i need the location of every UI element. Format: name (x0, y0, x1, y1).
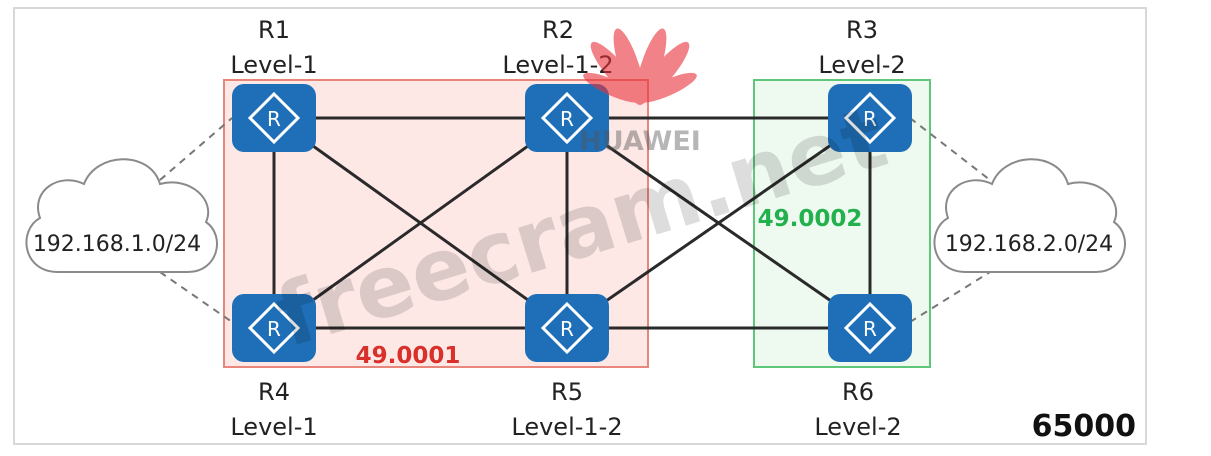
router-links (272, 116, 872, 330)
area-49-0001-label: 49.0001 (356, 343, 461, 369)
router-r6-name: R6 (842, 378, 874, 406)
router-r6: R (828, 294, 912, 362)
router-icon (828, 84, 912, 152)
link-r5-r3 (566, 116, 871, 330)
cloud-right: 192.168.2.0/24 (933, 158, 1126, 273)
router-r5-name: R5 (551, 378, 583, 406)
router-glyph: R (267, 317, 281, 341)
huawei-logo-watermark: HUAWEI (579, 28, 701, 157)
router-glyph: R (267, 107, 281, 131)
router-r1: R (232, 84, 316, 152)
link-cloud-right-r6 (909, 271, 991, 323)
area-49-0002-label: 49.0002 (758, 206, 863, 232)
router-glyph: R (863, 107, 877, 131)
router-r6-level: Level-2 (814, 413, 901, 441)
router-r3-name: R3 (846, 16, 878, 44)
router-r3-level: Level-2 (818, 51, 905, 79)
as-number-label: 65000 (1032, 409, 1136, 444)
router-r1-name: R1 (258, 16, 290, 44)
router-r2: R (525, 84, 609, 152)
huawei-wordmark: HUAWEI (579, 126, 701, 157)
router-diamond (540, 91, 594, 145)
router-r1-level: Level-1 (230, 51, 317, 79)
router-diamond (247, 301, 301, 355)
router-r5-level: Level-1-2 (511, 413, 622, 441)
router-icon (828, 294, 912, 362)
router-glyph: R (560, 317, 574, 341)
router-r4: R (232, 294, 316, 362)
router-r3: R (828, 84, 912, 152)
cloud-right-label: 192.168.2.0/24 (945, 232, 1113, 257)
cloud-right-shape (933, 158, 1126, 273)
router-icon (232, 294, 316, 362)
router-diamond (843, 301, 897, 355)
link-cloud-left-r1 (159, 117, 233, 181)
cloud-left: 192.168.1.0/24 (25, 158, 218, 273)
router-diamond (247, 91, 301, 145)
router-r2-name: R2 (542, 16, 574, 44)
cloud-left-label: 192.168.1.0/24 (33, 232, 201, 257)
router-icon (232, 84, 316, 152)
link-cloud-right-r3 (909, 117, 991, 181)
router-icon (525, 294, 609, 362)
router-icon (525, 84, 609, 152)
huawei-petals-icon (583, 28, 697, 105)
router-diamond (540, 301, 594, 355)
link-r2-r4 (273, 116, 568, 330)
router-r4-level: Level-1 (230, 413, 317, 441)
cloud-connectors (159, 117, 991, 323)
cloud-left-shape (25, 158, 218, 273)
router-r5: R (525, 294, 609, 362)
router-glyph: R (560, 107, 574, 131)
link-cloud-left-r4 (159, 271, 233, 323)
router-r4-name: R4 (258, 378, 290, 406)
router-diamond (843, 91, 897, 145)
router-glyph: R (863, 317, 877, 341)
